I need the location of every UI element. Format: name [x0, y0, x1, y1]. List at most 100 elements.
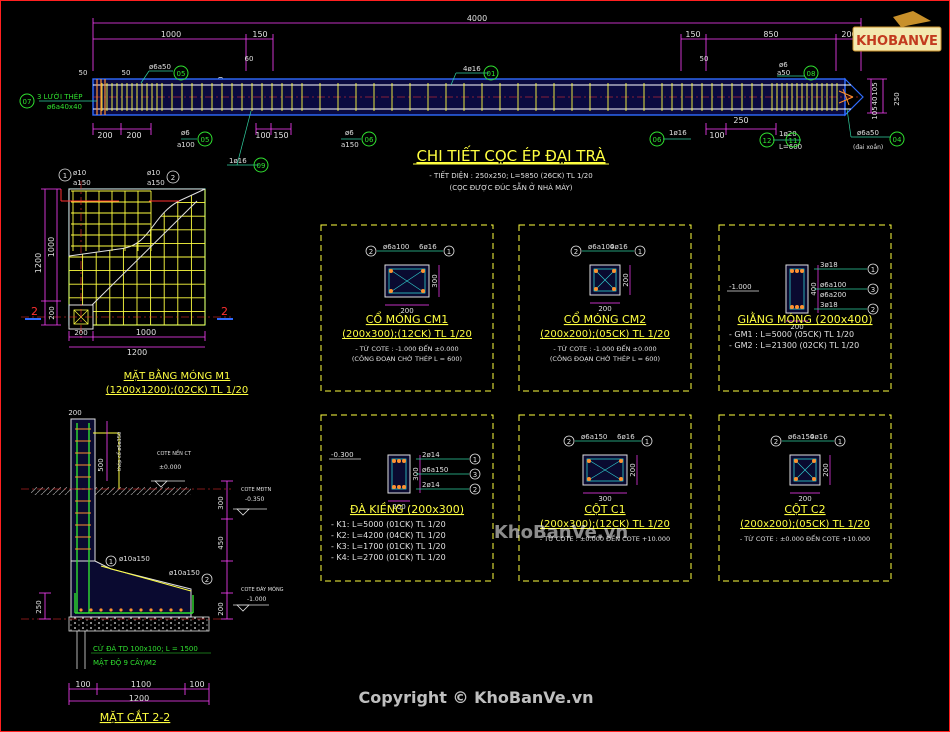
sec-rebar-2: ø10a150: [169, 569, 200, 577]
sec-dim-1100: 1100: [131, 680, 151, 689]
plan-rebar-a-sp: a150: [73, 179, 91, 187]
bar-dot: [612, 269, 616, 273]
detail-note-1: - GM1 : L=5000 (05CK) TL 1/20: [729, 330, 854, 339]
detail-note-2: (CÔNG ĐOẠN CHỜ THÉP L = 600): [352, 354, 462, 363]
rebar-main-label: 6ø16: [617, 433, 635, 441]
pile-tag: 05: [177, 70, 186, 78]
bar-dot: [421, 269, 425, 273]
rebar-stirrup-label: ø6a100: [588, 243, 614, 251]
pile-dim-50a: 50: [79, 69, 88, 77]
tag: 1: [473, 456, 477, 464]
detail-subtitle: (200x300);(12CK) TL 1/20: [540, 519, 670, 530]
pile-subtitle-2: (CỌC ĐƯỢC ĐÚC SẴN Ở NHÀ MÁY): [450, 182, 573, 192]
dim-width: 200: [798, 495, 811, 503]
dim-width: 200: [790, 323, 803, 331]
detail-note-1: - TỪ COTE : -1.000 ĐẾN ±0.000: [553, 343, 656, 353]
detail-subtitle: (200x200);(05CK) TL 1/20: [740, 519, 870, 530]
rebar-top-label: 2ø14: [422, 451, 440, 459]
pile-dim-b100: 100: [255, 131, 270, 140]
bar-dot: [800, 269, 804, 273]
plan-subtitle: (1200x1200);(02CK) TL 1/20: [106, 385, 249, 396]
plan-dim-1200v: 1200: [34, 253, 43, 273]
tag: 3: [473, 471, 477, 479]
dim-height: 200: [822, 463, 830, 476]
sec-dim-250: 250: [35, 600, 43, 613]
tag-circle: [483, 65, 499, 81]
rebar-bottom-label: 2ø14: [422, 481, 440, 489]
sec-bar-dot: [169, 608, 173, 612]
bar-dot: [392, 459, 396, 463]
dim-width: 200: [598, 305, 611, 313]
pile-tag: 06: [365, 136, 374, 144]
tag-circle: [469, 483, 481, 495]
bar-dot: [794, 477, 798, 481]
pile-tag: 11: [789, 137, 798, 145]
tag-circle: [365, 245, 377, 257]
tag-circle: [770, 435, 782, 447]
tag: 2: [871, 306, 875, 314]
pile-dim-1000: 1000: [161, 30, 181, 39]
detail-frame: [320, 224, 494, 392]
pile-tag: 12: [763, 137, 772, 145]
pile-dim-850: 850: [763, 30, 778, 39]
bar-dot: [389, 289, 393, 293]
rebar-4d16: 4ø16: [463, 65, 481, 73]
tag-circle: [867, 263, 879, 275]
tag-circle: [563, 435, 575, 447]
tag-circle: [469, 453, 481, 465]
cote-mdtn-label: COTE MĐTN: [241, 487, 271, 493]
sec-note-2: MẬT ĐỘ 9 CÂY/M2: [93, 658, 156, 667]
bar-dot: [794, 459, 798, 463]
dim-height: 200: [629, 463, 637, 476]
sec-dim-200: 200: [217, 602, 225, 615]
sec-bar-dot: [159, 608, 163, 612]
section-mark-left: 2: [31, 305, 38, 318]
pile-dim-r250: 250: [893, 92, 901, 105]
detail-note-1: - TỪ COTE : ±0.000 ĐẾN COTE +10.000: [540, 533, 670, 543]
section-mark-right: 2: [221, 305, 228, 318]
tag-circle: [803, 65, 819, 81]
detail-note-2: - GM2 : L=21300 (02CK) TL 1/20: [729, 341, 859, 350]
footing-plan-m1: 2 2 200 1000 1200 1200 1000 200 ø10 a150…: [21, 168, 249, 396]
rebar-a50r: a50: [777, 69, 790, 77]
tie-diag: [593, 268, 617, 292]
pile-dim-b150: 150: [273, 131, 288, 140]
bar-dot: [587, 459, 591, 463]
bar-dot: [402, 485, 406, 489]
rebar-a100: a100: [177, 141, 195, 149]
tag: 3: [871, 286, 875, 294]
rebar-stirrup-label: ø6a100: [820, 281, 846, 289]
pile-tag: 01: [487, 70, 496, 78]
detail-note-1: - K1: L=5000 (01CK) TL 1/20: [331, 520, 446, 529]
rebar-stirrup-label: ø6a150: [788, 433, 814, 441]
cote-mdtn-value: -0.350: [245, 496, 265, 503]
mesh-spec: ø6a40x40: [47, 103, 82, 111]
sec-bar-dot: [179, 608, 183, 612]
bar-dot: [619, 459, 623, 463]
detail-note-2: (CÔNG ĐOẠN CHỜ THÉP L = 600): [550, 354, 660, 363]
tag-b: 1: [838, 438, 842, 446]
sec-dim-1200: 1200: [129, 694, 149, 703]
detail-title: ĐÀ KIỀNG (200x300): [350, 502, 464, 516]
detail-subtitle: (200x200);(05CK) TL 1/20: [540, 329, 670, 340]
sec-note-1: CỪ ĐÁ TD 100x100; L = 1500: [93, 644, 198, 653]
detail-note-1: - TỪ COTE : -1.000 ĐẾN ±0.000: [355, 343, 458, 353]
plan-dim-1200: 1200: [127, 348, 147, 357]
pile-dim-r105: 105: [871, 82, 879, 95]
rebar-stirrup-label-2: ø6a200: [820, 291, 846, 299]
pile-tag: 08: [807, 70, 816, 78]
rebar-a50b: ø6a50: [857, 129, 879, 137]
sec-dim-100b: 100: [189, 680, 204, 689]
sec-dim-500: 500: [97, 458, 105, 471]
tag-circle: [443, 245, 455, 257]
bar-dot: [790, 305, 794, 309]
bar-dot: [392, 485, 396, 489]
detail-frame: [518, 224, 692, 392]
pile-subtitle-1: - TIẾT DIỆN : 250x250; L=5850 (26CK) TL …: [429, 170, 592, 180]
